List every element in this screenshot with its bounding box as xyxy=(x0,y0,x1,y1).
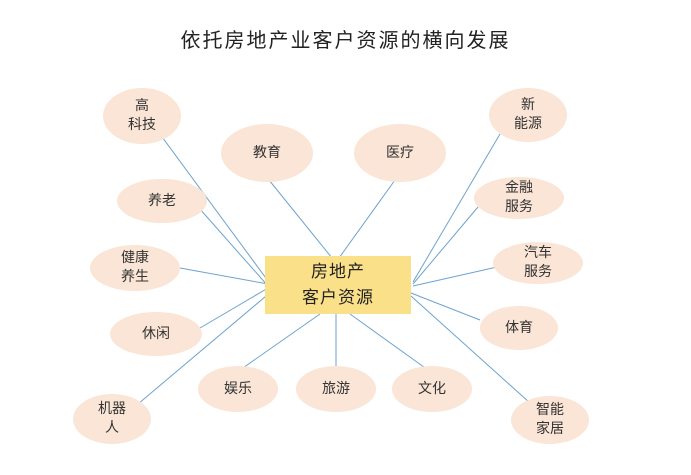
connector-line-sports xyxy=(410,292,481,321)
connector-line-high-tech xyxy=(153,125,272,286)
node-culture: 文化 xyxy=(392,366,472,412)
center-label-line-1: 房地产 xyxy=(311,262,365,282)
connector-line-auto-services xyxy=(412,266,498,287)
node-high-tech: 高 科技 xyxy=(103,88,181,144)
node-smart-home: 智能 家居 xyxy=(511,396,589,444)
node-label-line-1: 旅游 xyxy=(322,380,350,397)
node-label-line-2: 服务 xyxy=(524,264,552,280)
node-label-line-1: 高 xyxy=(135,98,149,114)
node-label-line-2: 能源 xyxy=(514,116,542,132)
connector-line-medical xyxy=(338,179,396,259)
node-robotics: 机器 人 xyxy=(73,394,151,444)
node-label-line-1: 新 xyxy=(521,97,535,113)
node-label-line-1: 休闲 xyxy=(142,325,170,342)
center-label-line-2: 客户资源 xyxy=(302,288,374,308)
connector-line-health xyxy=(179,267,269,285)
node-label-line-1: 机器 xyxy=(98,401,126,417)
connector-line-education xyxy=(268,179,333,259)
connector-line-elderly-care xyxy=(198,207,269,287)
node-label-line-1: 体育 xyxy=(505,319,533,336)
node-label-line-1: 医疗 xyxy=(386,144,414,161)
node-entertainment: 娱乐 xyxy=(198,366,278,412)
node-label-line-1: 金融 xyxy=(505,180,533,196)
node-label-line-1: 教育 xyxy=(253,144,281,161)
node-label-line-2: 科技 xyxy=(128,117,156,133)
node-label-line-2: 服务 xyxy=(505,199,533,215)
diagram-title: 依托房地产业客户资源的横向发展 xyxy=(180,28,511,52)
node-label-line-1: 养老 xyxy=(148,192,176,209)
node-leisure: 休闲 xyxy=(110,312,202,356)
node-label-line-2: 家居 xyxy=(536,421,564,437)
node-education: 教育 xyxy=(221,124,313,182)
connector-line-smart-home xyxy=(410,295,531,404)
node-elderly-care: 养老 xyxy=(117,179,207,223)
node-financial-services: 金融 服务 xyxy=(474,177,564,219)
node-medical: 医疗 xyxy=(354,124,446,182)
connector-line-culture xyxy=(349,313,429,371)
node-label-line-1: 娱乐 xyxy=(224,380,252,397)
node-tourism: 旅游 xyxy=(296,366,376,412)
node-health: 健康 养生 xyxy=(90,245,180,291)
node-sports: 体育 xyxy=(480,306,558,350)
connector-line-entertainment xyxy=(239,313,321,371)
connector-line-new-energy xyxy=(412,133,501,283)
connector-line-leisure xyxy=(199,287,269,329)
node-label-line-1: 智能 xyxy=(536,402,564,418)
node-label-line-2: 养生 xyxy=(121,269,149,285)
node-label-line-1: 文化 xyxy=(418,380,446,397)
node-new-energy: 新 能源 xyxy=(489,88,567,142)
node-label-line-2: 人 xyxy=(105,420,119,436)
connector-line-financial-services xyxy=(412,206,479,285)
connector-line-robotics xyxy=(137,290,273,405)
node-label-line-1: 汽车 xyxy=(524,245,552,261)
center-box: 房地产 客户资源 xyxy=(265,256,411,314)
node-label-line-1: 健康 xyxy=(121,250,149,266)
node-auto-services: 汽车 服务 xyxy=(493,242,583,284)
